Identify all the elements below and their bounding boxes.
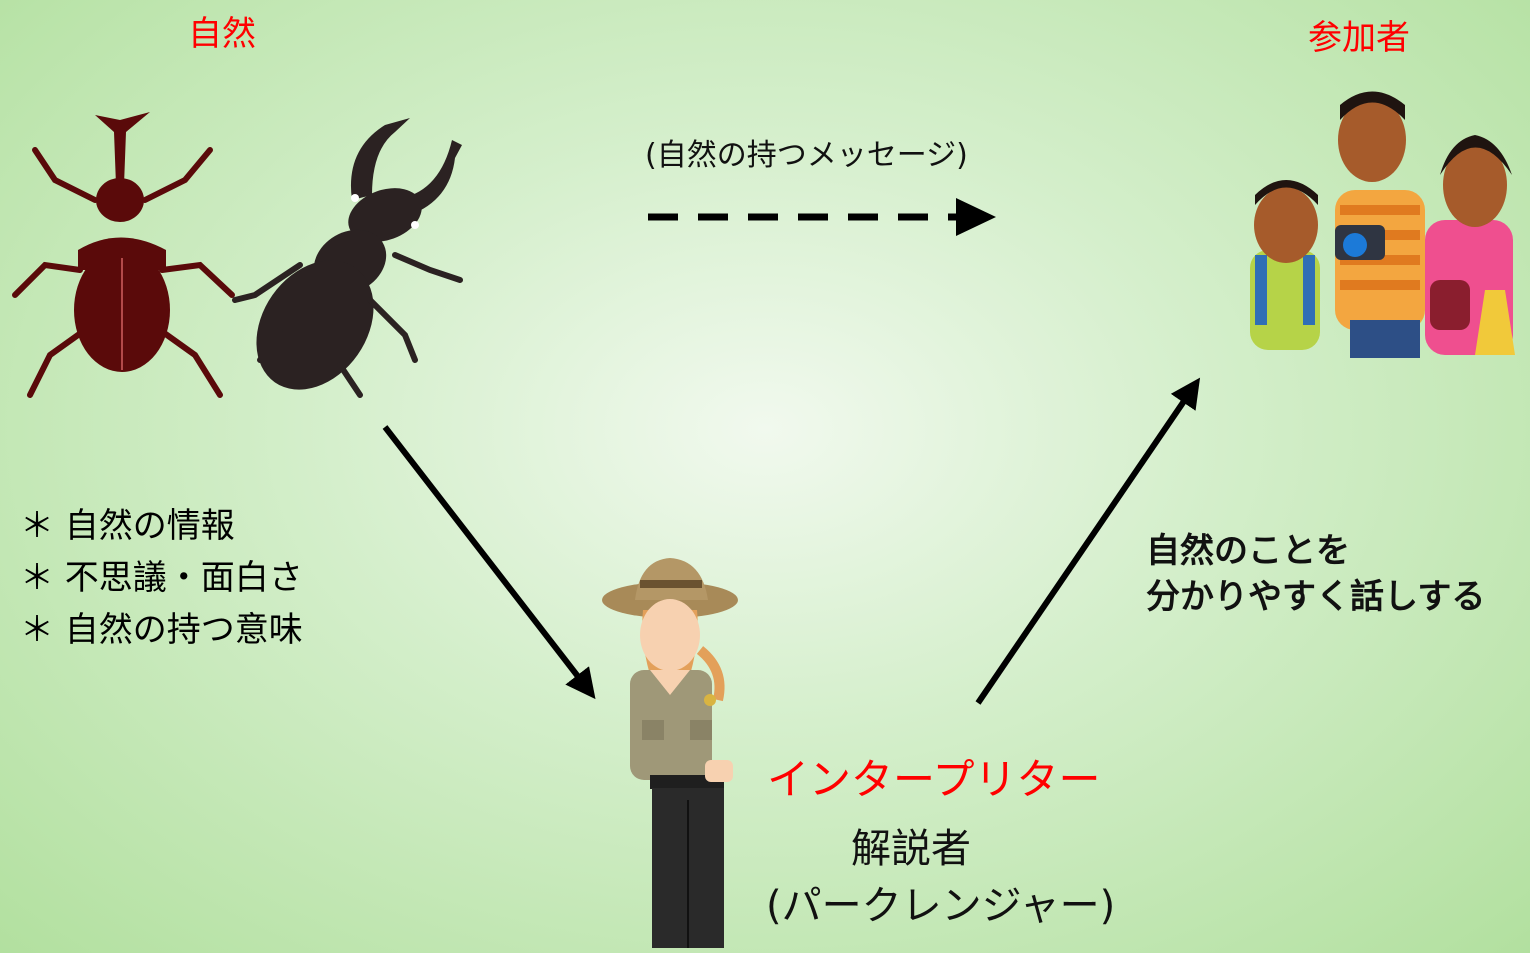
arrow-interpreter-to-participant — [975, 377, 1201, 705]
message-label: (自然の持つメッセージ) — [645, 138, 968, 173]
dashed-message-arrow — [648, 198, 996, 236]
explain-line-1: 自然のことを — [1146, 531, 1350, 571]
bullet-item: ＊ 自然の持つ意味 — [20, 610, 303, 650]
kaisetsu-label: 解説者 — [851, 826, 971, 872]
park-ranger-icon — [602, 558, 738, 948]
explain-line-2: 分かりやすく話しする — [1146, 577, 1486, 617]
rhinoceros-beetle-icon — [12, 112, 235, 398]
ranger-label: (パークレンジャー) — [766, 883, 1116, 929]
bullet-item: ＊ 自然の情報 — [20, 506, 235, 546]
explain-text: 自然のことを 分かりやすく話しする — [1146, 528, 1485, 620]
tourist-family-icon — [1250, 91, 1515, 358]
nature-bullet-list: ＊ 自然の情報 ＊ 不思議・面白さ ＊ 自然の持つ意味 — [20, 500, 303, 656]
stag-beetle-icon — [232, 118, 463, 398]
nature-label: 自然 — [188, 14, 256, 54]
bullet-item: ＊ 不思議・面白さ — [20, 558, 303, 598]
arrow-nature-to-interpreter — [382, 425, 596, 700]
interpreter-label: インタープリター — [767, 755, 1101, 804]
participant-label: 参加者 — [1308, 18, 1410, 58]
